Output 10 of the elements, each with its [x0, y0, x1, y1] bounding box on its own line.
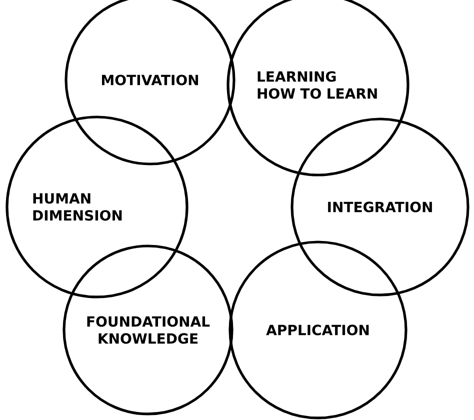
- circle-label: LEARNING HOW TO LEARN: [258, 71, 377, 99]
- circle: [62, 244, 234, 416]
- circle: [228, 240, 408, 420]
- circle-label: MOTIVATION: [102, 74, 198, 86]
- circle-label: FOUNDATIONAL KNOWLEDGE: [87, 316, 210, 344]
- circle: [6, 116, 188, 298]
- circle-label: INTEGRATION: [328, 202, 432, 212]
- circle-label: HUMAN DIMENSION: [33, 193, 122, 221]
- circle: [290, 118, 470, 296]
- circle-label: APPLICATION: [266, 324, 369, 336]
